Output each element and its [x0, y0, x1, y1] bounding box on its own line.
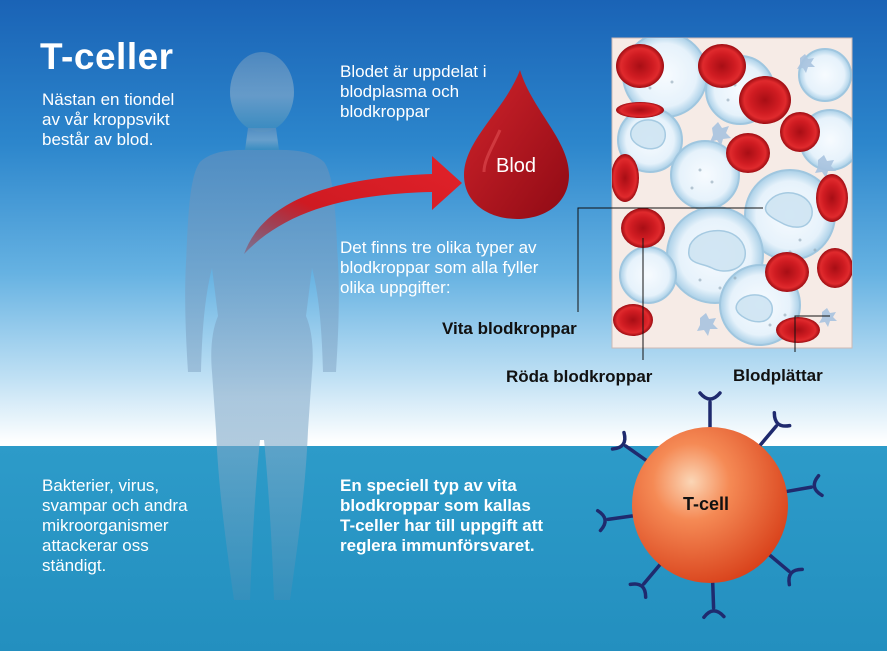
blood-split-text: Blodet är uppdelat i blodplasma och blod… [340, 62, 487, 121]
cell-types-text: Det finns tre olika typer av blodkroppar… [340, 238, 539, 297]
t-cell-illustration [595, 391, 824, 620]
blood-cells-panel [611, 37, 853, 349]
curved-arrow [244, 156, 462, 254]
label-platelets: Blodplättar [733, 366, 823, 385]
platelets [697, 54, 837, 336]
t-cell-body [632, 427, 788, 583]
leader-lines [577, 207, 830, 360]
tcell-label: T-cell [683, 494, 730, 514]
tcell-description: En speciell typ av vita blodkroppar som … [340, 476, 544, 555]
receptors [595, 391, 824, 620]
human-silhouette [185, 52, 339, 600]
leader-line-white [577, 207, 763, 312]
intro-text: Nästan en tiondel av vår kroppsvikt best… [42, 90, 175, 149]
label-red-blood-cells: Röda blodkroppar [506, 367, 653, 386]
drop-label: Blod [496, 155, 537, 177]
page-title: T-celler [40, 36, 174, 77]
blood-drop-icon [464, 70, 569, 219]
label-white-blood-cells: Vita blodkroppar [442, 319, 577, 338]
leader-line-platelets [794, 315, 830, 352]
microbes-text: Bakterier, virus, svampar och andra mikr… [42, 476, 188, 575]
